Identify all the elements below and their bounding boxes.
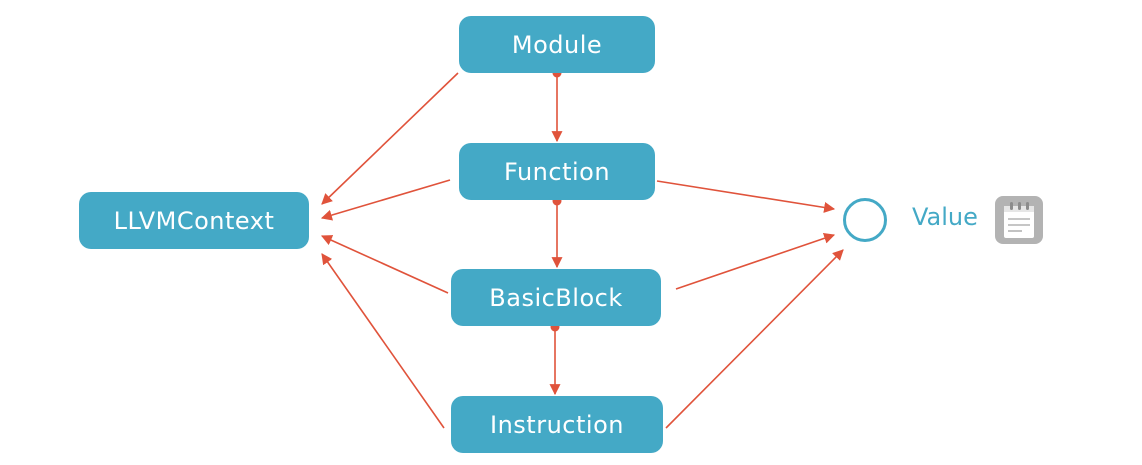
edge-function-to-value (656, 180, 836, 213)
edge-function-to-llvmcontext (320, 179, 451, 221)
node-llvmcontext-label: LLVMContext (113, 206, 275, 235)
edge-function-to-basicblock (551, 196, 563, 269)
value-circle-icon (843, 198, 887, 242)
node-basicblock-label: BasicBlock (489, 283, 623, 312)
node-function: Function (459, 143, 655, 200)
notepad-icon (995, 196, 1043, 244)
node-function-label: Function (503, 157, 611, 186)
edge-instruction-to-llvmcontext (321, 253, 445, 429)
node-basicblock: BasicBlock (451, 269, 661, 326)
node-llvmcontext: LLVMContext (79, 192, 309, 249)
edge-basicblock-to-llvmcontext (320, 235, 449, 294)
edge-basicblock-to-instruction (549, 322, 561, 396)
edge-module-to-llvmcontext (321, 72, 459, 205)
edge-instruction-to-value (665, 249, 844, 429)
value-label: Value (912, 203, 978, 231)
node-instruction: Instruction (451, 396, 663, 453)
edge-basicblock-to-value (675, 232, 836, 290)
node-instruction-label: Instruction (490, 410, 624, 439)
node-module-label: Module (511, 30, 603, 59)
node-module: Module (459, 16, 655, 73)
edge-module-to-function (551, 68, 563, 143)
